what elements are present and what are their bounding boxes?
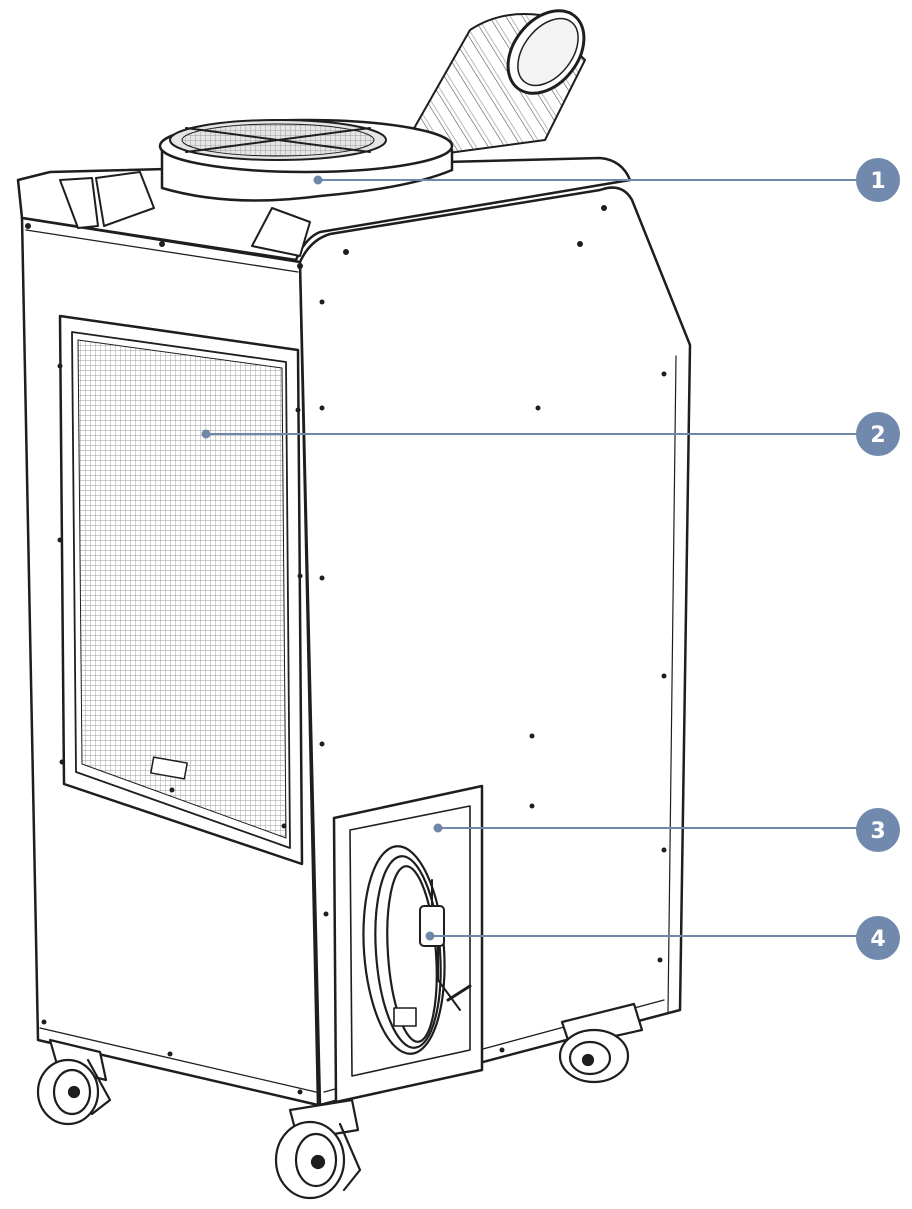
caster-front-right <box>274 1098 362 1200</box>
air-conditioner-drawing <box>16 9 692 1200</box>
callout-1: 1 <box>313 158 900 202</box>
callout-3: 3 <box>433 808 900 852</box>
callout-badge <box>856 412 900 456</box>
callout-badge <box>856 808 900 852</box>
callout-number: 1 <box>870 169 885 194</box>
caster-front-left <box>36 1038 112 1126</box>
panel-screws <box>25 205 667 1095</box>
leader-dot <box>433 823 443 833</box>
callout-number: 3 <box>870 819 885 844</box>
leader-dot <box>425 931 435 941</box>
callout-badge <box>856 158 900 202</box>
exhaust-air-outlet <box>158 118 454 202</box>
caster-rear-right <box>558 1002 644 1084</box>
leader-dot <box>313 175 323 185</box>
exhaust-hose <box>395 9 586 161</box>
callout-2: 2 <box>201 412 900 456</box>
callout-badge <box>856 916 900 960</box>
callout-4: 4 <box>425 916 900 960</box>
top-handle-recesses <box>59 171 311 257</box>
callout-number: 4 <box>870 927 885 952</box>
leader-dot <box>201 429 211 439</box>
callout-number: 2 <box>870 423 885 448</box>
air-intake-filter-grille <box>58 314 304 866</box>
